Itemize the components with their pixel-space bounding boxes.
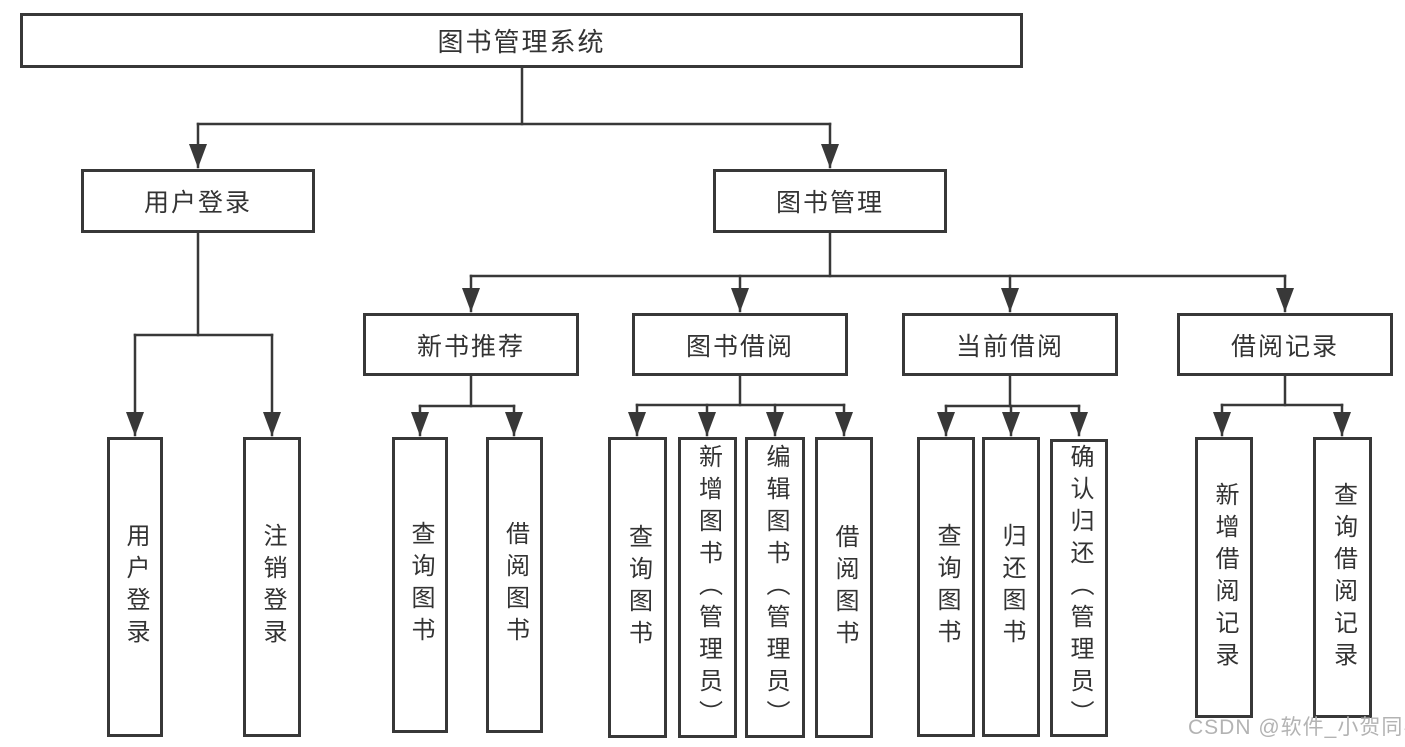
leaf-user-login: 用户登录 [107,437,163,737]
leaf-edit-books-admin: 编辑图书（管理员） [745,437,805,738]
node-book-borrowing-label: 图书借阅 [685,332,794,361]
csdn-watermark: CSDN @软件_小贺同学 [1188,716,1405,739]
leaf-confirm-return-admin: 确认归还（管理员） [1050,439,1108,737]
node-book-management-label: 图书管理 [775,189,884,217]
node-current-borrowing: 当前借阅 [902,313,1118,376]
leaf-borrow-books-recommend: 借阅图书 [486,437,543,733]
leaf-logout-login: 注销登录 [243,437,301,737]
node-library-system: 图书管理系统 [20,13,1023,68]
node-user-login: 用户登录 [81,169,315,233]
node-current-borrowing-label: 当前借阅 [955,332,1064,361]
node-new-book-recommend: 新书推荐 [363,313,579,376]
leaf-add-books-admin: 新增图书（管理员） [678,437,737,738]
node-book-borrowing: 图书借阅 [632,313,848,376]
node-borrowing-records-label: 借阅记录 [1230,332,1339,361]
leaf-return-books: 归还图书 [982,437,1040,737]
node-library-system-label: 图书管理系统 [437,27,606,57]
node-book-management: 图书管理 [713,169,947,233]
node-user-login-label: 用户登录 [143,189,252,217]
leaf-query-books-borrowing: 查询图书 [608,437,667,738]
leaf-borrow-books: 借阅图书 [815,437,873,738]
leaf-query-borrow-record: 查询借阅记录 [1313,437,1372,718]
node-new-book-recommend-label: 新书推荐 [416,332,525,361]
leaf-add-borrow-record: 新增借阅记录 [1195,437,1253,718]
leaf-query-books-current: 查询图书 [917,437,975,737]
leaf-query-books-recommend: 查询图书 [392,437,448,733]
node-borrowing-records: 借阅记录 [1177,313,1393,376]
